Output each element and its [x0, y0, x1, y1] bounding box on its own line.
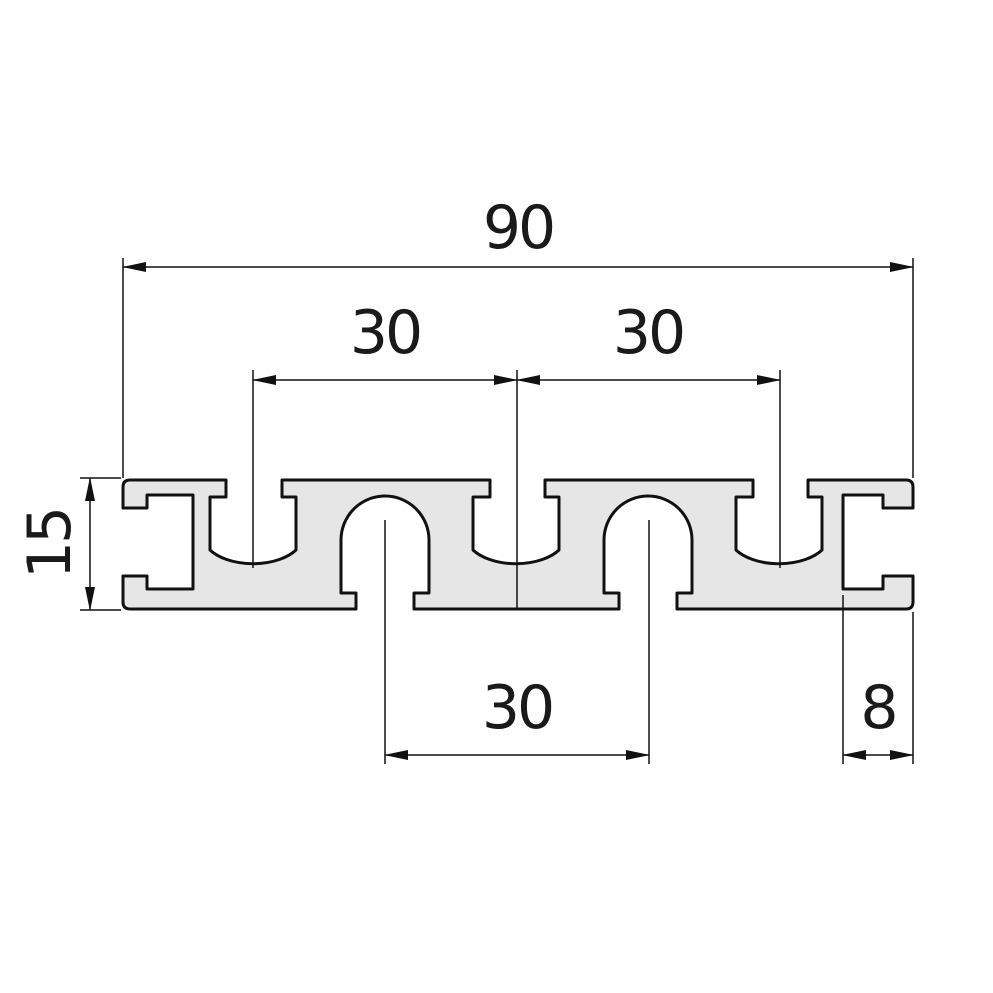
- dimension-pitch-bottom-label: 30: [482, 673, 552, 743]
- dimension-pitch-bottom: 30: [384, 673, 650, 760]
- extrusion-profile: [121, 478, 915, 611]
- dimension-pitch-top-right-label: 30: [613, 298, 683, 368]
- dimension-pitch-top-left-label: 30: [350, 298, 420, 368]
- dimension-end-offset: 8: [842, 673, 914, 760]
- dimension-height-label: 15: [15, 509, 85, 579]
- dimension-end-offset-label: 8: [860, 673, 895, 743]
- dimension-height: 15: [15, 477, 95, 611]
- dimension-overall-width-label: 90: [483, 193, 553, 263]
- dimension-overall-width: 90: [122, 193, 914, 272]
- dimension-pitch-top-left: 30: [252, 298, 518, 385]
- dimension-pitch-top-right: 30: [516, 298, 781, 385]
